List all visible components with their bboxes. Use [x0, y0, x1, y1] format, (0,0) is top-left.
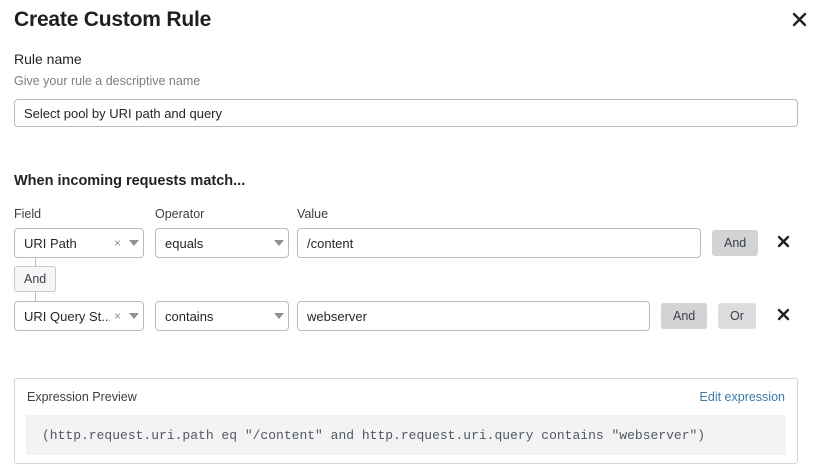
and-button-row-1[interactable]: And — [712, 230, 759, 256]
operator-select-value-row-1: equals — [165, 235, 204, 251]
rule-name-input[interactable] — [14, 99, 798, 127]
rule-name-help-text: Give your rule a descriptive name — [14, 74, 201, 88]
column-header-operator: Operator — [155, 207, 205, 221]
column-header-field: Field — [14, 207, 42, 221]
chevron-down-icon-row-2-field[interactable] — [125, 313, 143, 319]
clear-field-icon-row-1[interactable]: × — [113, 236, 121, 250]
or-button-row-2[interactable]: Or — [718, 303, 756, 329]
field-select-value-row-1: URI Path — [24, 235, 77, 251]
rule-name-label: Rule name — [14, 51, 82, 67]
close-dialog-button[interactable] — [786, 6, 812, 32]
value-input-row-1[interactable] — [297, 228, 701, 258]
expression-preview-label: Expression Preview — [27, 390, 137, 404]
close-icon — [792, 12, 807, 27]
field-select-value-row-2: URI Query St... — [24, 308, 110, 324]
chevron-down-icon-row-1-operator[interactable] — [270, 240, 288, 246]
edit-expression-link[interactable]: Edit expression — [699, 390, 785, 404]
column-header-value: Value — [297, 207, 329, 221]
remove-condition-button-row-1[interactable] — [772, 232, 794, 254]
connector-and-chip[interactable]: And — [14, 266, 57, 292]
operator-select-value-row-2: contains — [165, 308, 214, 324]
chevron-down-icon-row-1-field[interactable] — [125, 240, 143, 246]
page-title: Create Custom Rule — [14, 8, 212, 31]
chevron-down-icon-row-2-operator[interactable] — [270, 313, 288, 319]
expression-preview-code: (http.request.uri.path eq "/content" and… — [26, 415, 786, 455]
close-icon — [777, 308, 790, 324]
conditions-heading: When incoming requests match... — [14, 173, 246, 189]
close-icon — [777, 235, 790, 251]
clear-field-icon-row-2[interactable]: × — [113, 309, 121, 323]
and-button-row-2[interactable]: And — [661, 303, 708, 329]
value-input-row-2[interactable] — [297, 301, 650, 331]
field-select-row-2[interactable]: URI Query St... × — [14, 301, 144, 331]
field-select-row-1[interactable]: URI Path × — [14, 228, 144, 258]
operator-select-row-2[interactable]: contains — [155, 301, 289, 331]
operator-select-row-1[interactable]: equals — [155, 228, 289, 258]
remove-condition-button-row-2[interactable] — [772, 305, 794, 327]
expression-preview-card: Expression Preview Edit expression (http… — [14, 378, 798, 464]
